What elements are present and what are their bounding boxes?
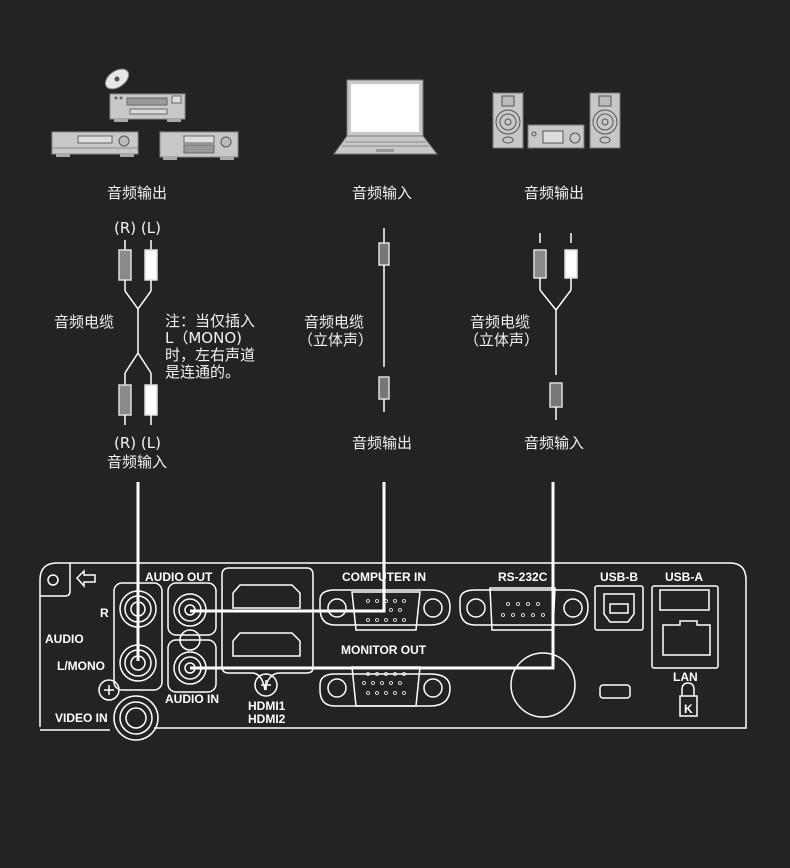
middle-cable-label: 音频电缆 (304, 313, 365, 331)
mono-note-line: L（MONO) (165, 329, 242, 347)
stereo-minijack-cable (378, 228, 390, 412)
audio-r-label: R (100, 606, 109, 620)
monitor-out-label: MONITOR OUT (341, 643, 427, 657)
computer-in-port (319, 589, 451, 631)
audio-lmono-jack (119, 644, 157, 682)
mono-note: 注：当仅插入 L（MONO) 时，左右声道 是连通的。 (165, 313, 255, 381)
mono-note-line: 时，左右声道 (165, 346, 256, 364)
rs232c-port (459, 587, 589, 631)
kensington-label: K (684, 702, 693, 716)
left-cable-label: 音频电缆 (54, 313, 115, 331)
screw-icon (98, 679, 120, 701)
connection-lines (136, 482, 555, 670)
audio-in-label: AUDIO IN (165, 692, 219, 706)
left-device-label: 音频输出 (107, 184, 168, 202)
audio-label: AUDIO (45, 632, 84, 646)
left-end-label: 音频输入 (107, 453, 168, 471)
right-end-label: 音频输入 (524, 434, 585, 452)
audio-lmono-label: L/MONO (57, 659, 105, 673)
rca-y-cable-left (118, 240, 158, 425)
laptop-icon (333, 79, 439, 155)
lan-label: LAN (673, 670, 698, 684)
left-bottom-plug-labels: (R) (L) (114, 434, 161, 452)
mono-note-line: 是连通的。 (165, 363, 241, 381)
video-in-jack (113, 695, 159, 741)
middle-cable-sublabel: （立体声） (298, 331, 374, 349)
projector-panel (39, 562, 747, 741)
hdmi2-port (232, 632, 301, 657)
hdmi1-port (232, 584, 301, 609)
audio-r-jack (119, 590, 157, 628)
audio-out-jack (173, 593, 207, 627)
monitor-out-port (319, 666, 451, 707)
usb-b-label: USB-B (600, 570, 638, 584)
audio-in-jack (173, 651, 207, 685)
kensington-lock-icon (679, 682, 698, 717)
middle-end-label: 音频输出 (352, 434, 413, 452)
amplifier-icon (159, 131, 239, 160)
rca-to-minijack-cable (533, 233, 578, 420)
rs232c-label: RS-232C (498, 570, 548, 584)
line-to-audio-out (190, 482, 386, 613)
usb-a-port (659, 589, 710, 611)
cd-disc-icon (104, 68, 130, 90)
cd-player-icon (109, 93, 186, 122)
speaker-left-icon (492, 92, 524, 149)
video-in-label: VIDEO IN (55, 711, 108, 725)
usb-a-label: USB-A (665, 570, 703, 584)
middle-device-label: 音频输入 (352, 184, 413, 202)
line-to-audio-in (190, 482, 555, 670)
right-cable-sublabel: （立体声） (464, 331, 540, 349)
left-top-plug-labels: (R) (L) (114, 219, 161, 237)
usb-b-port (603, 593, 635, 623)
right-cable-label: 音频电缆 (470, 313, 531, 331)
computer-in-label: COMPUTER IN (342, 570, 426, 584)
hdmi1-label: HDMI1 (248, 699, 286, 713)
speaker-right-icon (589, 92, 621, 149)
audio-out-label: AUDIO OUT (145, 570, 213, 584)
arrow-left-icon (75, 569, 96, 588)
d-sub-pins (362, 599, 545, 695)
screw-icon (254, 673, 278, 697)
vcr-icon (51, 131, 139, 157)
right-device-label: 音频输出 (524, 184, 585, 202)
round-opening (510, 652, 576, 718)
stereo-receiver-icon (527, 124, 585, 149)
hdmi2-label: HDMI2 (248, 712, 286, 726)
mono-note-line: 注：当仅插入 (165, 312, 256, 330)
lan-port (662, 620, 711, 656)
